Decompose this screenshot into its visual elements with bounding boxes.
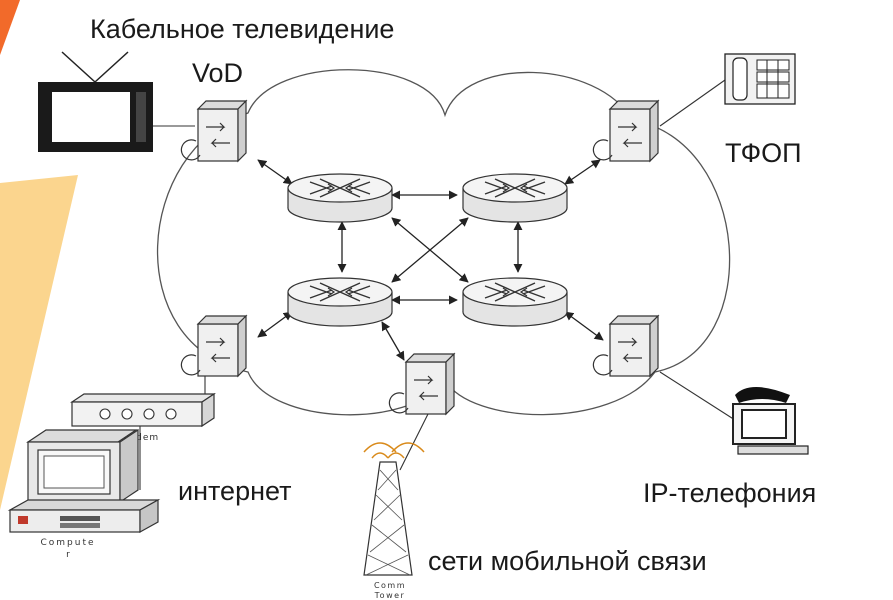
modem-caption: Modem [121, 433, 159, 443]
accent-yellow-band [0, 175, 78, 510]
phone-icon [724, 53, 796, 105]
computer-caption-line-1: Compute [40, 538, 95, 548]
tower-caption-line-1: Comm [374, 581, 406, 590]
label-pstn: ТФОП [725, 138, 802, 168]
router-icon [287, 173, 393, 223]
accent-orange-band [0, 0, 20, 55]
computer-caption-line-2: r [66, 550, 70, 560]
switch-icon [592, 315, 659, 377]
label-mobile-networks: сети мобильной связи [428, 546, 707, 576]
switch-icon [180, 315, 247, 377]
router-icon [462, 277, 568, 327]
computer-icon: Compute r [7, 428, 161, 560]
switch-icon [592, 100, 659, 162]
tv-icon [38, 51, 153, 152]
label-vod: VoD [192, 58, 244, 88]
router-icon [287, 277, 393, 327]
switch-icon [388, 353, 455, 415]
router-icon [462, 173, 568, 223]
ip-phone-icon [732, 387, 809, 455]
label-ip-telephony: IP-телефония [643, 478, 817, 508]
comm-tower-icon: Comm Tower [363, 442, 425, 600]
label-cable-tv: Кабельное телевидение [90, 14, 395, 44]
router-links [257, 159, 604, 361]
modem-icon: Modem [70, 392, 216, 443]
tower-caption-line-2: Tower [374, 591, 406, 600]
label-internet: интернет [178, 476, 292, 506]
